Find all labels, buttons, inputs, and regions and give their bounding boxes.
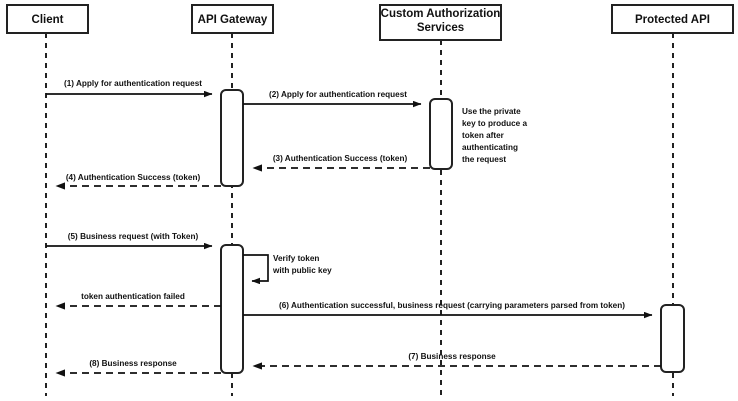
- note-private-key-line-3: authenticating: [462, 143, 518, 152]
- message-6: (6) Authentication successful, business …: [243, 301, 653, 319]
- message-4-label: (4) Authentication Success (token): [66, 173, 201, 182]
- participant-custom-authorization-services-label-line1: Custom Authorization: [381, 8, 501, 20]
- message-5-label: (5) Business request (with Token): [68, 232, 199, 241]
- message-8: (8) Business response: [55, 359, 221, 377]
- note-private-key-line-1: key to produce a: [462, 119, 528, 128]
- activation-api-gateway-business: [220, 244, 244, 374]
- activation-custom-authorization-services: [429, 98, 453, 170]
- message-7-label: (7) Business response: [408, 352, 496, 361]
- message-2-label: (2) Apply for authentication request: [269, 90, 407, 99]
- activation-protected-api: [660, 304, 685, 373]
- message-7: (7) Business response: [252, 352, 661, 370]
- message-self-verify-token-label-line1: Verify token: [273, 254, 319, 263]
- message-1-label: (1) Apply for authentication request: [64, 79, 202, 88]
- note-private-key-line-0: Use the private: [462, 107, 521, 116]
- participant-api-gateway[interactable]: API Gateway: [191, 4, 274, 34]
- message-self-verify-token-arrow: [243, 254, 269, 285]
- message-self-verify-token-label-line2: with public key: [272, 266, 332, 275]
- note-private-key-line-2: token after: [462, 131, 505, 140]
- participant-protected-api[interactable]: Protected API: [611, 4, 734, 34]
- message-token-authentication-failed-label: token authentication failed: [81, 292, 185, 301]
- message-3-label: (3) Authentication Success (token): [273, 154, 408, 163]
- activation-api-gateway-auth: [220, 89, 244, 187]
- message-1: (1) Apply for authentication request: [46, 79, 213, 98]
- participant-api-gateway-label: API Gateway: [198, 14, 268, 26]
- participant-client-label: Client: [32, 14, 64, 26]
- message-3: (3) Authentication Success (token): [252, 154, 430, 172]
- participant-client[interactable]: Client: [6, 4, 89, 34]
- note-private-key: Use the private key to produce a token a…: [462, 107, 528, 164]
- message-6-label: (6) Authentication successful, business …: [279, 301, 625, 310]
- message-5: (5) Business request (with Token): [46, 232, 213, 250]
- participant-custom-authorization-services[interactable]: Custom Authorization Services: [379, 4, 502, 41]
- participant-custom-authorization-services-label-line2: Services: [417, 22, 464, 34]
- participant-protected-api-label: Protected API: [635, 14, 710, 26]
- message-self-verify-token: Verify token with public key: [243, 254, 332, 285]
- message-8-label: (8) Business response: [89, 359, 177, 368]
- message-2: (2) Apply for authentication request: [243, 90, 422, 108]
- note-private-key-line-4: the request: [462, 155, 506, 164]
- message-token-authentication-failed: token authentication failed: [55, 292, 221, 310]
- message-4: (4) Authentication Success (token): [55, 173, 221, 190]
